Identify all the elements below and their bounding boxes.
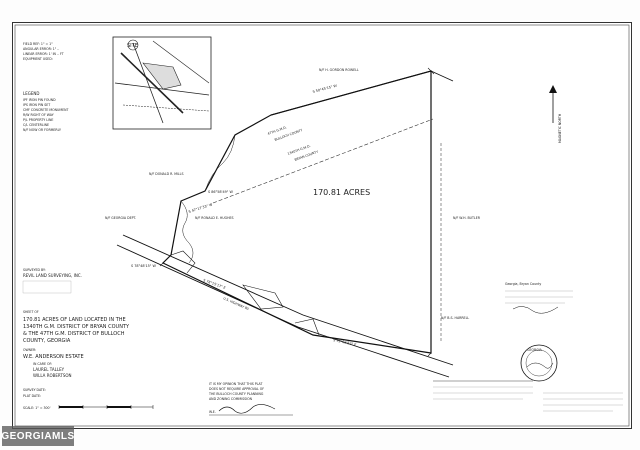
bearing-label: S 86°58'49" W [208,190,233,194]
county-note-title: Georgia, Bryan County [505,282,541,286]
approval-signature-label: W.E. [209,410,216,414]
owner-label: OWNER: [23,348,36,352]
vicinity-map: SITE [112,36,212,130]
description-line: 1340TH G.M. DISTRICT OF BRYAN COUNTY [23,324,130,330]
certification-block [433,380,623,412]
seal-label: GEORGIA [527,348,543,352]
legend-item: R/W RIGHT OF WAY [23,113,54,117]
legend-item: C/L CENTERLINE [23,123,49,127]
surveyor-label: SURVEYED BY: [23,268,46,272]
bearing-label: S 72°03'52" E [333,338,357,347]
acreage-label: 170.81 ACRES [313,188,370,197]
legend-item: P/L PROPERTY LINE [23,118,53,122]
plat-sheet: SITE FIELD REF: 1" = 1" ANGULAR ERROR: 1… [12,22,632,429]
plat-date-label: PLAT DATE: [23,394,41,398]
district-line [212,118,434,204]
adjoiner-label: N/F H. GORDON ROWELL [319,68,359,72]
approval-line: IT IS MY OPINION THAT THIS PLAT [209,382,263,386]
north-arrow: MAGNETIC NORTH [549,85,562,143]
header-note: LINEAR ERROR: 1' IN .. FT [23,52,64,56]
adjoiner-label: N/F RONALD E. HUGHES [195,216,234,220]
legend: LEGEND IPF IRON PIN FOUND IPS IRON PIN S… [23,91,68,132]
surveyor-name: REVIL LAND SURVEYING, INC. [23,273,82,278]
description-line: & THE 47TH G.M. DISTRICT OF BULLOCH [23,331,125,337]
district-label: 47TH G.M.D. [267,125,287,136]
header-note: EQUIPMENT USED: [23,57,53,61]
highway-line [122,234,454,366]
vicinity-site-parcel [142,62,182,90]
bearing-label: S 47°17'33" W [188,202,213,214]
county-note: Georgia, Bryan County [505,282,573,314]
surveyor-seal: GEORGIA [520,344,558,382]
scale-label: SCALE: 1" = 300' [23,406,51,410]
approval-line: AND ZONING COMMISSION [209,397,253,401]
header-note: ANGULAR ERROR: 1" .. [23,47,59,51]
approval-line: THE BULLOCH COUNTY PLANNING [208,392,264,396]
survey-date-label: SURVEY DATE: [23,388,46,392]
bearing-labels: S 50°45'15" W S 47°17'33" W S 86°58'49" … [131,84,357,347]
legend-item: CMF CONCRETE MONUMENT [23,108,68,112]
bearing-label: S 50°45'15" W [312,84,338,94]
creek-line [180,200,194,264]
description-label: SHEET OF [23,310,39,314]
description-block: SHEET OF 170.81 ACRES OF LAND LOCATED IN… [23,310,154,410]
header-note: FIELD REF: 1" = 1" [23,42,53,46]
adjoiner-label: N/F DONALD R. MILLS [149,172,183,176]
approval-line: DOES NOT REQUIRE APPROVAL OF [209,387,264,391]
adjoiner-label: N/F W.H. BUTLER [453,216,481,220]
adjoiner-label: N/F B.S. HARRELL [441,316,469,320]
header-notes: FIELD REF: 1" = 1" ANGULAR ERROR: 1" .. … [23,42,64,61]
care-of-name: LAUREL TALLEY [33,367,65,372]
watermark-text: GEORGIAMLS [1,430,75,442]
description-line: COUNTY, GEORGIA [23,338,71,344]
vicinity-site-label: SITE [127,43,138,49]
adjoiner-label: N/F GEORGIA DEPT. [105,216,136,220]
watermark: GEORGIAMLS [1,426,75,446]
bearing-label: S 78°48'15" W [131,264,156,268]
description-line: 170.81 ACRES OF LAND LOCATED IN THE [23,317,126,323]
legend-title: LEGEND [23,91,39,96]
legend-item: IPS IRON PIN SET [23,103,50,107]
care-of-label: IN CARE OF: [33,362,52,366]
adjoiner-labels: N/F H. GORDON ROWELL N/F RONALD E. HUGHE… [105,68,481,320]
north-arrow-label: MAGNETIC NORTH [558,113,562,143]
approval-block: IT IS MY OPINION THAT THIS PLAT DOES NOT… [208,382,293,416]
parcel-boundary [116,67,454,378]
owner-name: W.E. ANDERSON ESTATE [23,354,84,360]
approval-signature [218,404,276,414]
legend-item: IPF IRON PIN FOUND [23,98,56,102]
highway-line [116,244,450,378]
bearing-label: S 78°15'17" E [203,278,227,290]
legend-item: N/F NOW OR FORMERLY [23,128,61,132]
plat-drawing: SITE FIELD REF: 1" = 1" ANGULAR ERROR: 1… [14,24,630,427]
care-of-name: WILLA ROBERTSON [33,373,72,378]
surveyor-block: SURVEYED BY: REVIL LAND SURVEYING, INC. [22,268,82,294]
inner-border [14,24,630,427]
district-labels: 47TH G.M.D. BULLOCH COUNTY 1340TH G.M.D.… [267,125,319,162]
